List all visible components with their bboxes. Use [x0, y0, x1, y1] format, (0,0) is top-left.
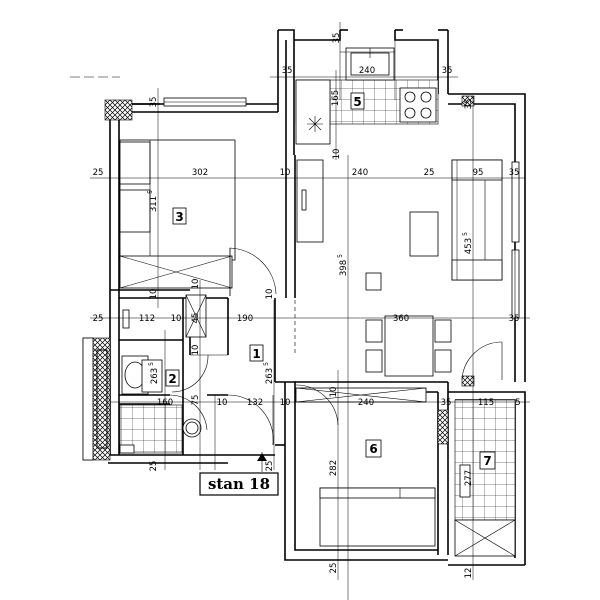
dim-bot-25c: 25 [329, 563, 339, 574]
dim-living-v-398-sup: 5 [337, 254, 344, 258]
dim-row2-45: 45 [191, 313, 201, 324]
dim-row3-160: 160 [157, 398, 173, 408]
furniture [119, 47, 516, 557]
doors [169, 247, 503, 446]
room-labels: 3 5 4 1 2 6 7 [165, 92, 496, 470]
dim-bed-35: 35 [149, 97, 159, 108]
dim-row1-35: 35 [509, 168, 520, 178]
dim-bath-v-263-sup: 5 [148, 362, 155, 366]
dim-hall-v-263: 263 [265, 368, 275, 384]
dining-table [384, 315, 434, 377]
dim-row1-25b: 25 [424, 168, 435, 178]
dim-kitchen-v-165: 165 [331, 90, 341, 106]
room-6-label: 6 [369, 442, 377, 456]
plan-title: stan 18 [208, 475, 270, 493]
dim-bed-v-311-sup: 5 [147, 190, 154, 194]
room-3-label: 3 [175, 210, 183, 224]
dimension-lines [70, 22, 530, 600]
dim-kitchen-right-35: 35 [464, 99, 474, 110]
dim-row2-360: 360 [393, 314, 409, 324]
dim-row1-25: 25 [93, 168, 104, 178]
dim-row3-10: 10 [217, 398, 228, 408]
dim-row2-25: 25 [93, 314, 104, 324]
dim-room6-10: 10 [329, 387, 339, 398]
dim-living-v-453-sup: 5 [462, 232, 469, 236]
dim-row3-132: 132 [247, 398, 263, 408]
dimension-labels: 35 240 35 35 165 10 35 35 25 302 10 240 … [93, 33, 521, 579]
dim-bot-25b: 25 [265, 461, 275, 472]
coffee-table [409, 211, 439, 257]
dim-bath-v-263: 263 [150, 368, 160, 384]
dim-row1-10: 10 [280, 168, 291, 178]
tv-cabinet [296, 159, 324, 243]
plan-title-box: stan 18 [199, 472, 279, 496]
dim-bot-25a: 25 [149, 461, 159, 472]
dim-row3-5: 5 [515, 398, 520, 408]
dim-row2-190: 190 [237, 314, 253, 324]
dim-top-35: 35 [332, 33, 342, 44]
dim-row2-10: 10 [171, 314, 182, 324]
dim-top-240: 240 [359, 66, 375, 76]
dim-bed-v-311: 311 [149, 196, 159, 212]
room-1-label: 1 [252, 347, 260, 361]
dim-mid-10b: 10 [191, 279, 201, 290]
dim-living-v-398: 398 [339, 260, 349, 276]
dim-mid-10a: 10 [149, 289, 159, 300]
dim-living-v-453: 453 [464, 238, 474, 254]
dim-bot-12: 12 [464, 568, 474, 579]
dim-row3-35: 35 [441, 398, 452, 408]
dim-bed6-v-282: 282 [329, 460, 339, 476]
dim-kitchen-35-left: 35 [282, 66, 293, 76]
dim-row2-112: 112 [139, 314, 155, 324]
entrance-marker [257, 452, 267, 472]
dim-row3-240: 240 [358, 398, 374, 408]
fridge [295, 79, 331, 145]
dim-mid-10c: 10 [265, 289, 275, 300]
dim-row1-240: 240 [352, 168, 368, 178]
dim-hall-v-263-sup: 5 [263, 362, 270, 366]
room-7-label: 7 [483, 454, 491, 468]
dim-row3-75: 75 [191, 395, 201, 406]
dim-small-10: 10 [191, 345, 201, 356]
dim-row1-302: 302 [192, 168, 208, 178]
dim-kitchen-v-10: 10 [332, 149, 342, 160]
dim-kitchen-35-right: 35 [442, 66, 453, 76]
dim-row3-115: 115 [478, 398, 494, 408]
dim-row1-95: 95 [473, 168, 484, 178]
dim-row2-35: 35 [509, 314, 520, 324]
dim-balc-v-277: 277 [464, 470, 474, 486]
room-2-label: 2 [168, 372, 176, 386]
stove [399, 87, 437, 123]
dim-row3-10b: 10 [280, 398, 291, 408]
room-5-label: 5 [353, 95, 361, 109]
entrance-arrow-icon [257, 453, 267, 461]
